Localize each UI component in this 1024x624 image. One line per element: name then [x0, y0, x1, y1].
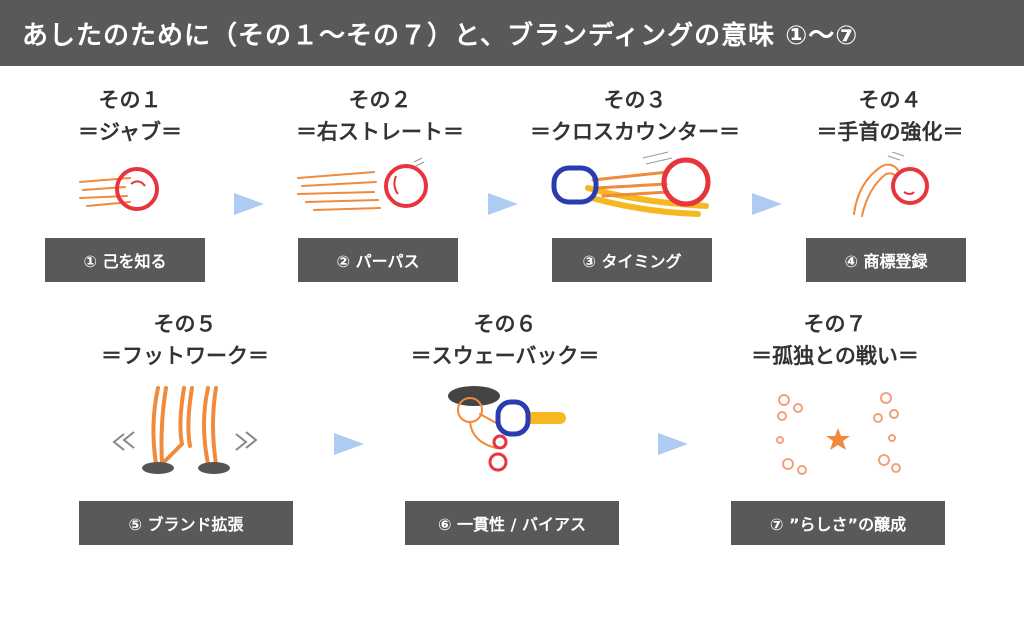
- step-1-title: その１: [98, 88, 162, 112]
- straight-illustration: [297, 157, 428, 211]
- step-3-title: その３: [603, 88, 667, 112]
- sway-back-illustration: [448, 386, 566, 472]
- step-3: その３ ＝クロスカウンター＝: [510, 84, 760, 148]
- step-1-label: ① 己を知る: [45, 238, 205, 282]
- solitude-illustration: [776, 392, 901, 475]
- step-3-label: ③ タイミング: [552, 238, 712, 282]
- step-6-title: その６: [473, 312, 537, 336]
- step-5-label: ⑤ ブランド拡張: [79, 501, 293, 545]
- step-7-title: その７: [803, 312, 867, 336]
- step-6: その６ ＝スウェーバック＝: [385, 308, 625, 372]
- step-7: その７ ＝孤独との戦い＝: [720, 308, 950, 372]
- arrow-icon: [234, 193, 264, 215]
- jab-illustration: [79, 167, 159, 211]
- cross-counter-illustration: [551, 151, 711, 217]
- step-2: その２ ＝右ストレート＝: [280, 84, 480, 148]
- step-1: その１ ＝ジャブ＝: [45, 84, 215, 148]
- step-4: その４ ＝手首の強化＝: [790, 84, 990, 148]
- step-7-label: ⑦ ”らしさ”の醸成: [731, 501, 945, 545]
- arrow-icon: [488, 193, 518, 215]
- step-4-label: ④ 商標登録: [806, 238, 966, 282]
- step-2-title: その２: [348, 88, 412, 112]
- step-2-label: ② パーパス: [298, 238, 458, 282]
- step-1-subtitle: ＝ジャブ＝: [78, 120, 182, 144]
- arrow-icon: [752, 193, 782, 215]
- header-bar: あしたのために（その１〜その７）と、ブランディングの意味 ①〜⑦: [0, 0, 1024, 66]
- step-7-subtitle: ＝孤独との戦い＝: [751, 344, 919, 368]
- arrow-icon: [334, 433, 364, 455]
- page-title: あしたのために（その１〜その７）と、ブランディングの意味 ①〜⑦: [22, 20, 859, 51]
- step-5-title: その５: [153, 312, 217, 336]
- wrist-illustration: [853, 152, 929, 217]
- step-4-subtitle: ＝手首の強化＝: [816, 120, 964, 144]
- step-6-subtitle: ＝スウェーバック＝: [410, 344, 600, 368]
- step-5: その５ ＝フットワーク＝: [70, 308, 300, 372]
- step-2-subtitle: ＝右ストレート＝: [296, 120, 464, 144]
- step-3-subtitle: ＝クロスカウンター＝: [530, 120, 740, 144]
- step-5-subtitle: ＝フットワーク＝: [101, 344, 269, 368]
- step-6-label: ⑥ 一貫性 / バイアス: [405, 501, 619, 545]
- footwork-illustration: [112, 386, 258, 474]
- step-4-title: その４: [858, 88, 922, 112]
- arrow-icon: [658, 433, 688, 455]
